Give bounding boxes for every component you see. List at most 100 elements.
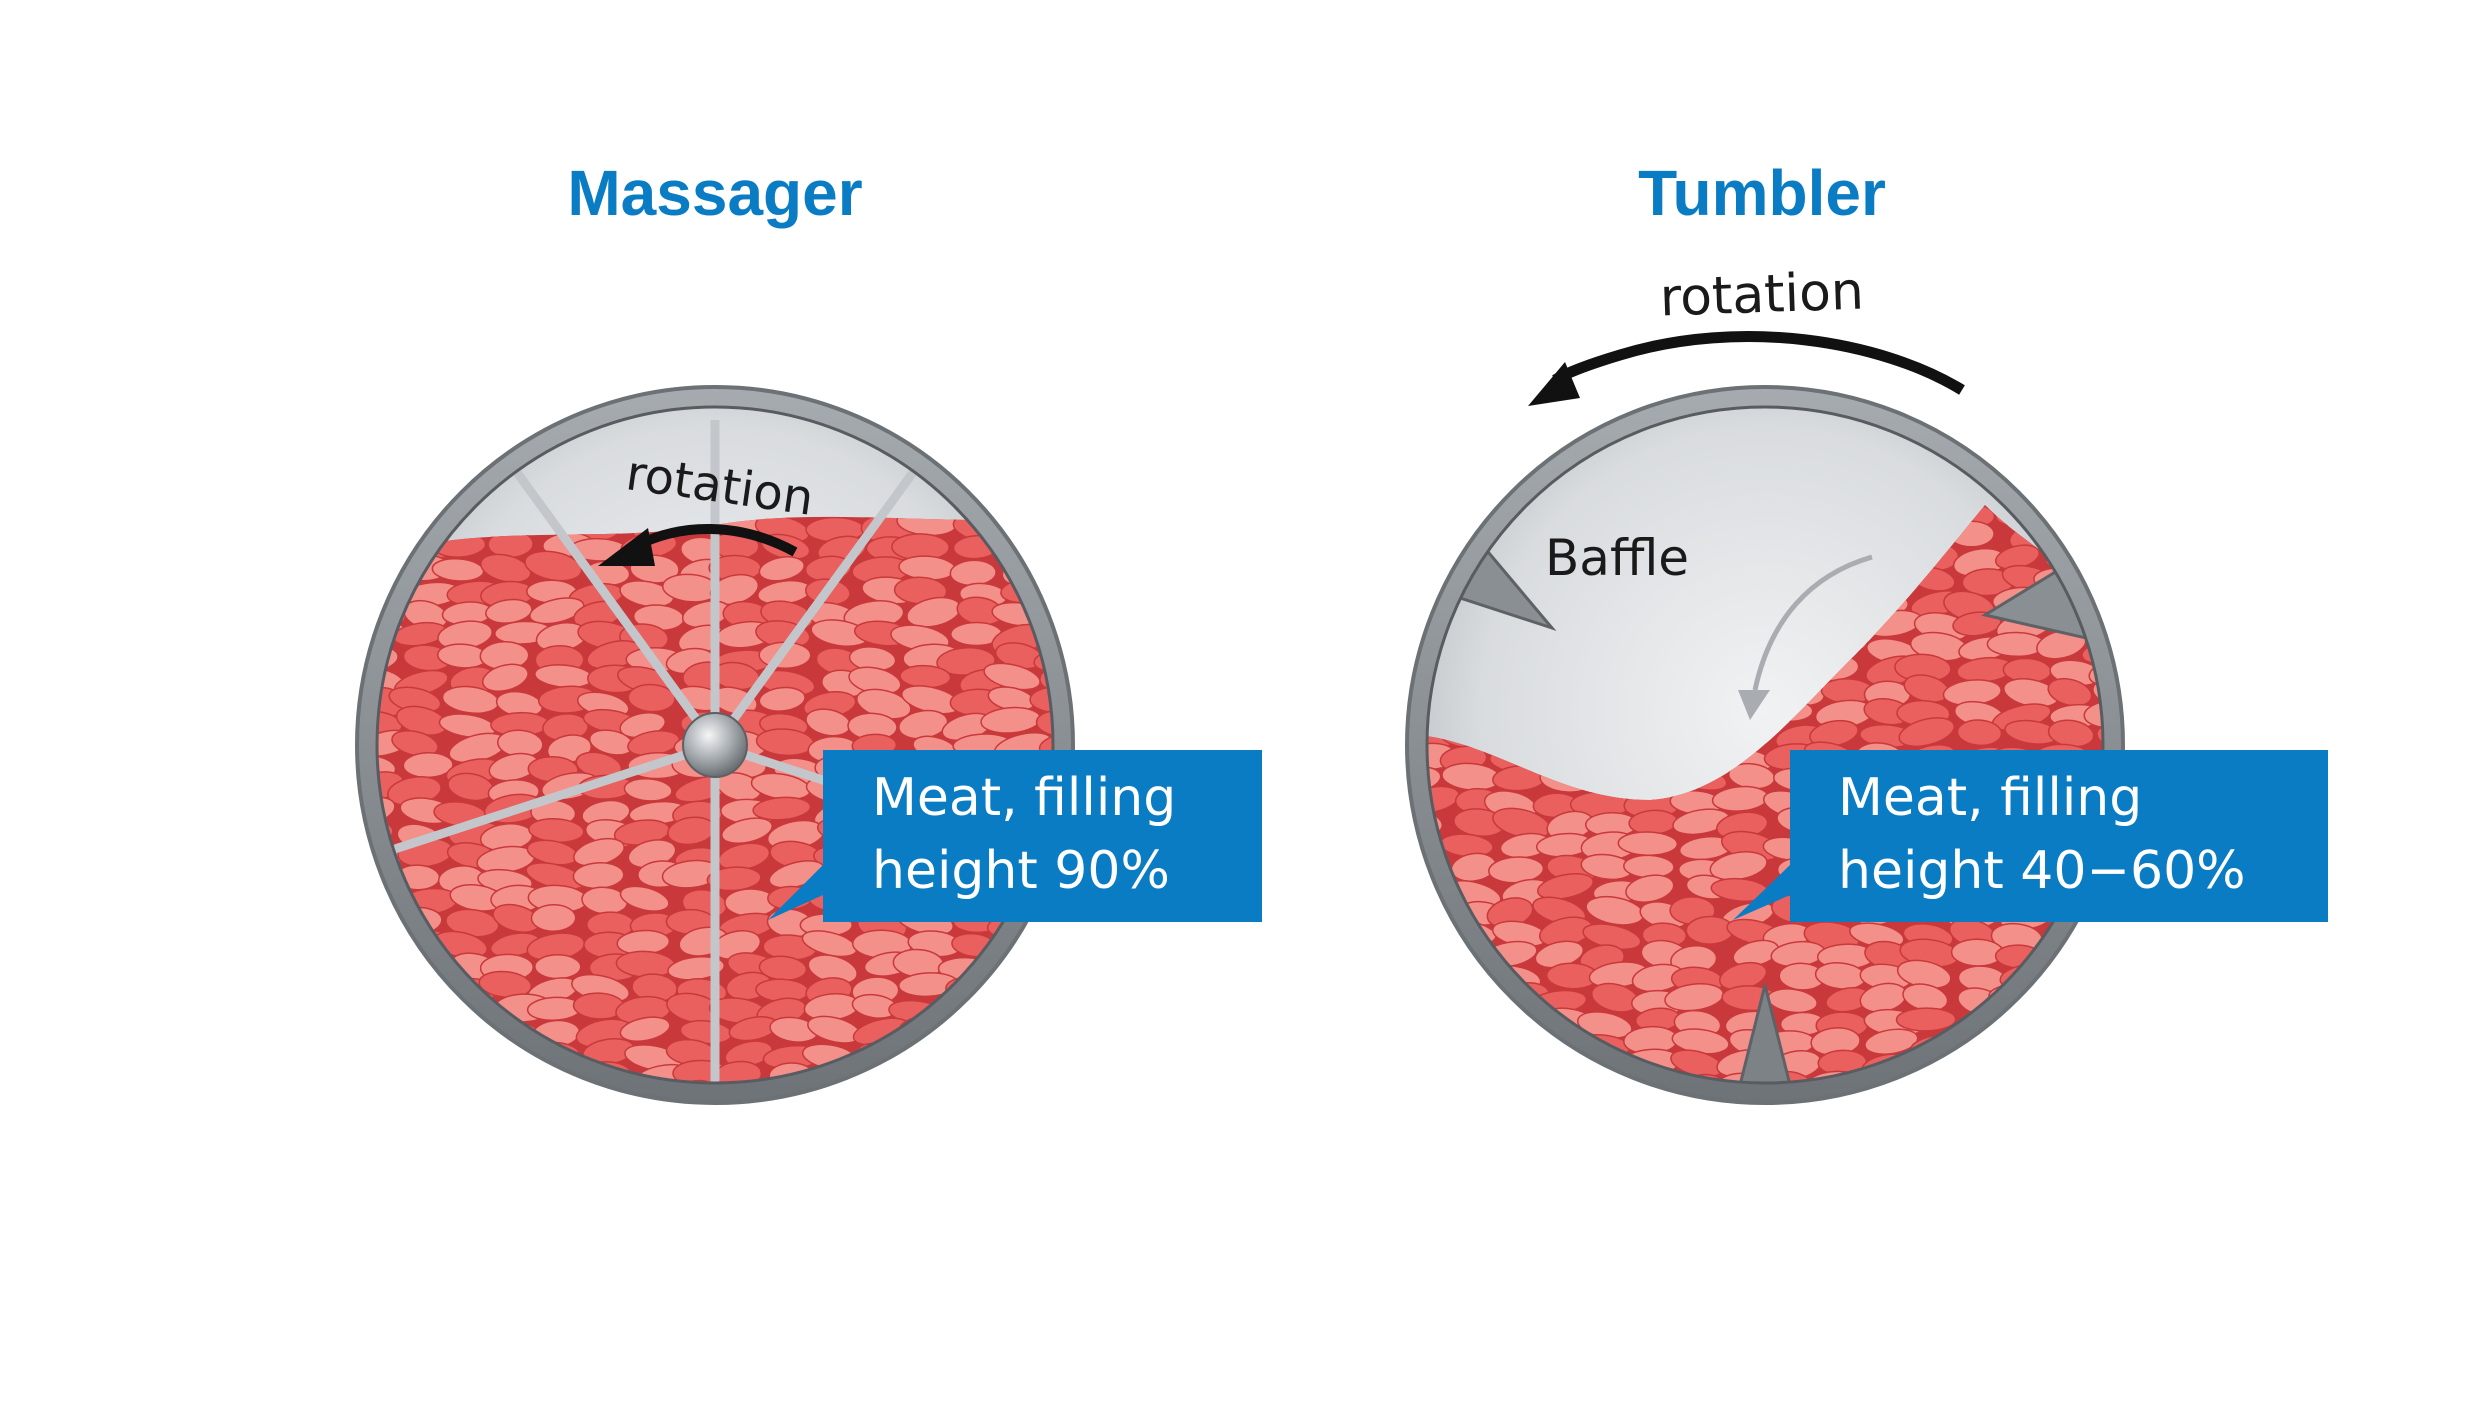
tumbler-meat-chunk: [2084, 923, 2103, 952]
tumbler-meat-chunk: [1941, 1077, 2000, 1083]
massager-meat-chunk: [1005, 1082, 1054, 1111]
tumbler-meat-chunk: [1345, 743, 1401, 773]
tumbler-rotation-label: rotation: [1659, 261, 1865, 328]
tumbler-meat-chunk: [1427, 965, 1452, 993]
massager-meat-chunk: [996, 975, 1045, 1000]
massager-meat-chunk: [377, 1065, 400, 1083]
massager-meat-chunk: [936, 1037, 998, 1069]
tumbler-meat-chunk: [1362, 811, 1415, 837]
massager-meat-chunk: [377, 515, 395, 521]
massager-meat-chunk: [310, 598, 360, 626]
tumbler-callout-line1: Meat, filling: [1838, 768, 2142, 828]
tumbler-meat-chunk: [2096, 724, 2103, 755]
tumbler-meat-chunk: [1411, 477, 1456, 504]
tumbler-meat-chunk: [1343, 891, 1406, 928]
massager-meat-chunk: [298, 560, 356, 587]
tumbler-meat-chunk: [1345, 1072, 1398, 1105]
tumbler-meat-chunk: [2088, 656, 2103, 687]
tumbler-meat-chunk: [1352, 831, 1412, 864]
tumbler-meat-chunk: [1344, 634, 1404, 664]
tumbler-meat-chunk: [1353, 1007, 1413, 1044]
massager-meat-chunk: [619, 885, 670, 912]
tumbler-meat-chunk: [1617, 831, 1679, 856]
rotation-arrow-icon: [1552, 331, 1965, 395]
massager-meat-chunk: [309, 819, 369, 854]
massager-meat-chunk: [293, 705, 352, 737]
tumbler-meat-chunk: [1345, 696, 1397, 730]
tumbler-meat-chunk: [1354, 482, 1401, 509]
massager-meat-chunk: [1046, 998, 1053, 1028]
tumbler-meat-chunk: [2049, 1070, 2100, 1083]
tumbler-rotation-indicator: rotation: [1528, 261, 1965, 406]
massager-meat-chunk: [752, 796, 812, 821]
massager-meat-chunk: [957, 1059, 1003, 1083]
tumbler-meat-chunk: [2033, 1052, 2094, 1082]
tumbler-meat-chunk: [2089, 567, 2103, 594]
tumbler-meat-chunk: [1347, 566, 1401, 601]
massager-meat-chunk: [1041, 1062, 1053, 1083]
tumbler-meat-chunk: [1488, 1031, 1540, 1057]
massager-meat-chunk: [377, 515, 404, 544]
massager-meat-chunk: [1003, 1019, 1052, 1048]
tumbler-meat-chunk: [1437, 1073, 1497, 1083]
tumbler-meat-chunk: [2087, 987, 2103, 1018]
massager-callout-line2: height 90%: [872, 841, 1170, 901]
tumbler-meat-chunk: [2084, 505, 2103, 510]
tumbler-meat-chunk: [2048, 985, 2103, 1018]
tumbler-meat-chunk: [1350, 528, 1401, 555]
tumbler-meat-chunk: [1447, 1012, 1508, 1039]
tumbler-meat-chunk: [1344, 506, 1402, 531]
tumbler-meat-chunk: [1495, 1054, 1550, 1082]
tumbler-meat-chunk: [1952, 611, 2002, 637]
tumbler-meat-chunk: [2038, 1010, 2097, 1035]
massager-meat-chunk: [1048, 972, 1053, 1000]
tumbler-meat-chunk: [1427, 1032, 1453, 1062]
massager-meat-chunk: [387, 995, 440, 1022]
tumbler-meat-chunk: [1427, 942, 1450, 971]
tumbler-meat-chunk: [1685, 915, 1735, 945]
tumbler-drum: [1343, 385, 2125, 1105]
massager-meat-chunk: [402, 752, 454, 779]
tumbler-meat-chunk: [2091, 548, 2103, 576]
massager-meat-chunk: [895, 1058, 944, 1083]
massager-meat-chunk: [300, 846, 348, 870]
massager-meat-chunk: [619, 1016, 671, 1042]
tumbler-meat-chunk: [2083, 699, 2103, 729]
massager-meat-chunk: [391, 729, 439, 757]
massager-meat-chunk: [403, 1043, 454, 1072]
massager-meat-chunk: [1028, 1079, 1091, 1120]
tumbler-meat-chunk: [1581, 1078, 1631, 1083]
massager-paddle-arm: [513, 469, 720, 750]
tumbler-meat-chunk: [1362, 788, 1414, 822]
massager-callout-box: [768, 750, 1262, 922]
massager-meat-chunk: [438, 1079, 498, 1117]
massager-meat-chunk: [1045, 952, 1053, 979]
massager-meat-chunk: [449, 1060, 500, 1083]
tumbler-meat-chunk: [1438, 473, 1488, 508]
tumbler-meat-chunk: [2083, 943, 2103, 969]
massager-meat-chunk: [1035, 709, 1053, 738]
tumbler-meat-chunk: [1350, 586, 1402, 622]
tumbler-meat-chunk: [2096, 1072, 2103, 1083]
massager-meat-chunk: [377, 1001, 406, 1025]
massager-meat-chunk: [315, 532, 363, 563]
massager-meat-chunk: [307, 492, 353, 517]
massager-meat-chunk: [1045, 552, 1053, 581]
massager-meat-chunk: [377, 1043, 397, 1071]
massager-meat-chunk: [439, 1042, 495, 1071]
massager-meat-chunk: [377, 904, 402, 934]
massager-meat-chunk: [527, 1084, 578, 1116]
massager-meat-chunk: [983, 1062, 1044, 1083]
massager-meat-chunk: [377, 947, 390, 978]
tumbler-meat-chunk: [2082, 1053, 2103, 1081]
massager-panel: Massager rotation Meat, filling height 9…: [293, 157, 1262, 1120]
tumbler-meat-chunk: [1427, 505, 1450, 532]
tumbler-meat-chunk: [1487, 1076, 1535, 1083]
massager-meat-chunk: [295, 1037, 353, 1069]
massager-meat-chunk: [377, 1021, 409, 1047]
tumbler-title: Tumbler: [1638, 157, 1886, 229]
tumbler-meat-chunk: [1356, 983, 1413, 1013]
massager-meat-chunk: [867, 1083, 917, 1114]
tumbler-meat-chunk: [1343, 1052, 1403, 1077]
tumbler-callout: Meat, filling height 40−60%: [1733, 750, 2328, 922]
